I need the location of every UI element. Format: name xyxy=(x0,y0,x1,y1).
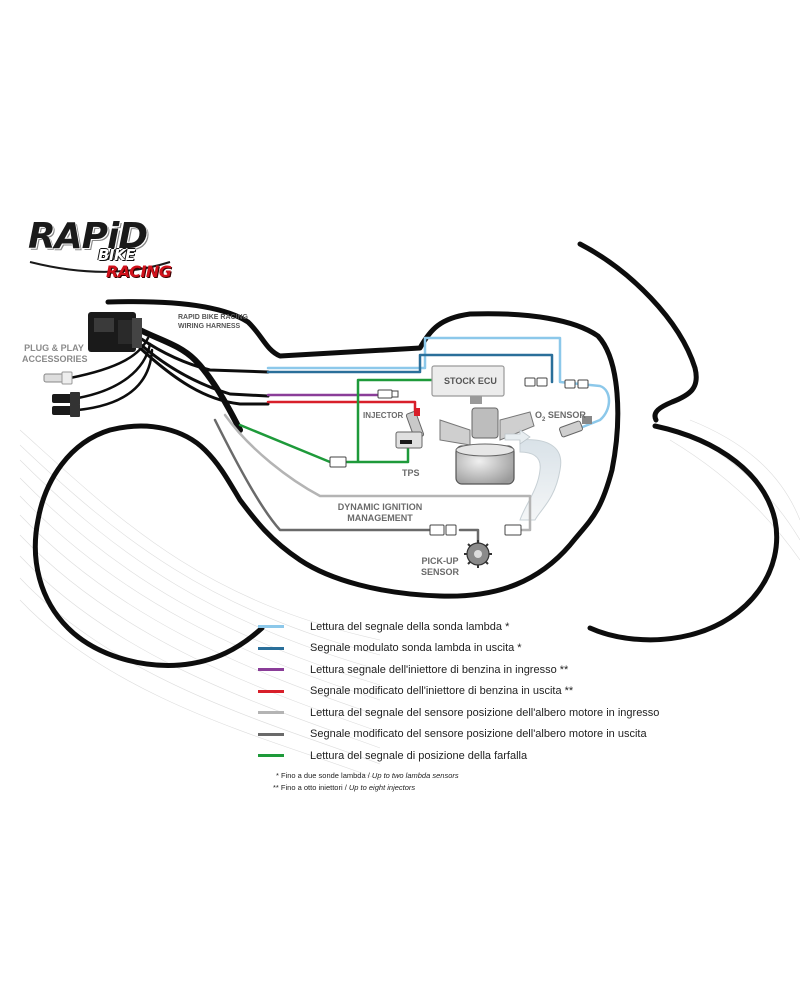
o2-prefix: O xyxy=(535,410,543,420)
logo-racing-text: RACING xyxy=(106,262,172,281)
footnote-prefix: * Fino a due sonde lambda / xyxy=(276,771,372,780)
footnote-prefix: ** Fino a otto iniettori / xyxy=(273,783,349,792)
legend-swatch xyxy=(258,689,284,693)
logo-bike-text: BIKE xyxy=(98,246,135,264)
wire-legend: Lettura del segnale della sonda lambda *… xyxy=(258,616,778,767)
legend-swatch xyxy=(258,754,284,758)
o2-suffix: SENSOR xyxy=(545,410,586,420)
legend-swatch xyxy=(258,732,284,736)
stock-ecu-label: STOCK ECU xyxy=(444,376,497,386)
footnotes: * Fino a due sonde lambda / Up to two la… xyxy=(273,770,459,794)
logo-rapid-text: RAPiD xyxy=(28,216,148,257)
pickup-sensor-label: PICK-UP SENSOR xyxy=(418,556,462,578)
exhaust-pipe xyxy=(519,439,562,521)
rapid-bike-racing-logo: RAPiD BIKE RACING xyxy=(24,212,184,284)
legend-row: Segnale modificato dell'iniettore di ben… xyxy=(258,681,778,703)
accessories-label-line2: ACCESSORIES xyxy=(22,354,88,364)
wire-connectors xyxy=(329,377,589,536)
harness-label-line2: WIRING HARNESS xyxy=(178,323,241,330)
legend-text: Lettura del segnale del sensore posizion… xyxy=(310,706,660,719)
legend-text: Segnale modificato del sensore posizione… xyxy=(310,728,647,741)
injector-label: INJECTOR xyxy=(363,411,404,420)
tps-sensor xyxy=(395,431,423,449)
harness-label-line1: RAPID BIKE RACING xyxy=(178,314,249,321)
ignition-label-line1: DYNAMIC IGNITION xyxy=(337,502,423,512)
legend-text: Segnale modificato dell'iniettore di ben… xyxy=(310,685,574,698)
logo-swoosh xyxy=(29,261,171,273)
legend-row: Lettura del segnale di posizione della f… xyxy=(258,745,778,767)
legend-swatch xyxy=(258,646,284,650)
ignition-label: DYNAMIC IGNITION MANAGEMENT xyxy=(330,502,430,524)
o2-sensor-probe xyxy=(559,416,592,438)
engine-piston xyxy=(439,407,535,485)
rapid-bike-module xyxy=(88,312,142,352)
accessory-connectors xyxy=(43,371,80,417)
legend-row: Segnale modificato del sensore posizione… xyxy=(258,724,778,746)
o2-sensor-label: O2 SENSOR xyxy=(535,410,586,426)
legend-swatch xyxy=(258,711,284,715)
legend-row: Lettura segnale dell'iniettore di benzin… xyxy=(258,659,778,681)
footnote: ** Fino a otto iniettori / Up to eight i… xyxy=(273,782,459,794)
legend-text: Lettura del segnale della sonda lambda * xyxy=(310,620,510,633)
legend-text: Segnale modulato sonda lambda in uscita … xyxy=(310,642,522,655)
pickup-label-line1: PICK-UP xyxy=(421,556,459,566)
harness-label: RAPID BIKE RACING WIRING HARNESS xyxy=(178,313,248,331)
legend-row: Segnale modulato sonda lambda in uscita … xyxy=(258,638,778,660)
legend-text: Lettura del segnale di posizione della f… xyxy=(310,749,528,762)
legend-swatch xyxy=(258,625,284,629)
accessories-label: PLUG & PLAY ACCESSORIES xyxy=(22,343,88,365)
footnote-italic: Up to eight injectors xyxy=(348,783,416,792)
legend-row: Lettura del segnale del sensore posizion… xyxy=(258,702,778,724)
pickup-label-line2: SENSOR xyxy=(420,567,459,577)
footnote-italic: Up to two lambda sensors xyxy=(371,771,459,780)
harness-wires xyxy=(68,327,611,547)
footnote: * Fino a due sonde lambda / Up to two la… xyxy=(276,770,459,782)
exhaust-arrow xyxy=(504,429,531,445)
pickup-sensor xyxy=(464,540,492,568)
accessories-label-line1: PLUG & PLAY xyxy=(24,343,84,353)
o2-subscript: 2 xyxy=(542,416,546,423)
stock-ecu xyxy=(431,365,505,404)
ignition-label-line2: MANAGEMENT xyxy=(347,513,413,523)
legend-text: Lettura segnale dell'iniettore di benzin… xyxy=(310,663,569,676)
legend-swatch xyxy=(258,668,284,672)
legend-row: Lettura del segnale della sonda lambda * xyxy=(258,616,778,638)
motorcycle-outline xyxy=(32,241,780,668)
tps-label: TPS xyxy=(402,468,420,478)
